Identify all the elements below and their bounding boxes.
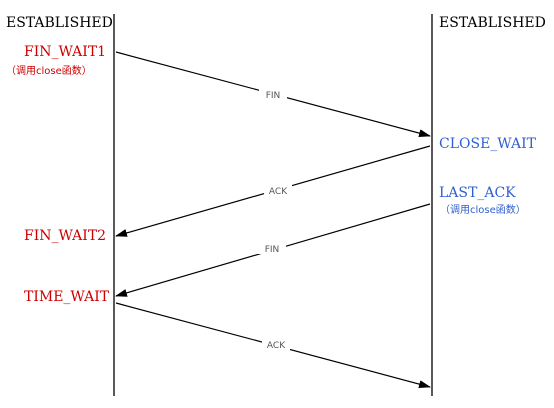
- ack-label-2: ACK: [267, 341, 286, 351]
- server-note-close-call: （调用close函数）: [440, 203, 526, 216]
- fin-label-1: FIN: [266, 91, 281, 101]
- client-note-close-call: （调用close函数）: [6, 64, 92, 77]
- server-state-last-ack: LAST_ACK: [439, 185, 516, 201]
- client-state-fin-wait2: FIN_WAIT2: [24, 228, 106, 244]
- server-state-close-wait: CLOSE_WAIT: [439, 136, 537, 152]
- client-state-time-wait: TIME_WAIT: [24, 289, 110, 305]
- ack-label-1: ACK: [269, 187, 288, 197]
- client-state-fin-wait1: FIN_WAIT1: [24, 44, 106, 60]
- client-established-header: ESTABLISHED: [6, 15, 113, 31]
- server-established-header: ESTABLISHED: [439, 15, 546, 31]
- fin-label-2: FIN: [265, 245, 280, 255]
